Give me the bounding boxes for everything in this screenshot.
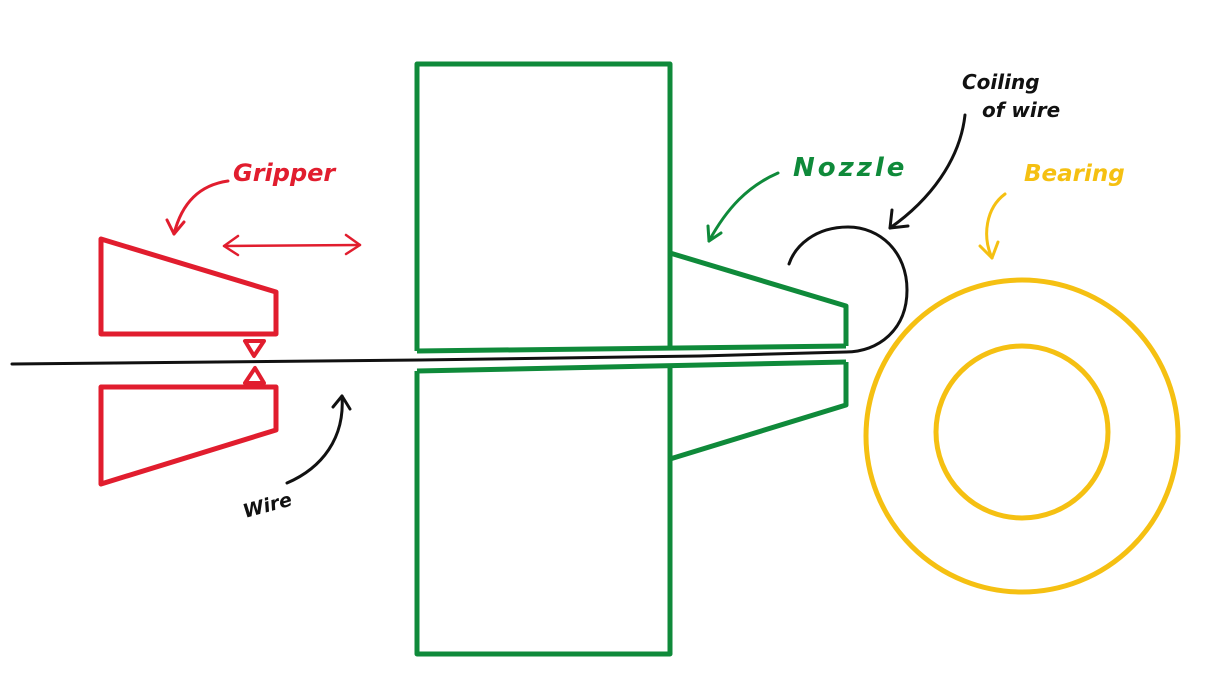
gripper bbox=[98, 236, 279, 487]
gripper-lower-tooth bbox=[243, 366, 266, 385]
nozzle-pointer-arrow-icon bbox=[706, 171, 780, 243]
gripper-motion-arrow-icon bbox=[222, 233, 362, 257]
nozzle-upper-jaw bbox=[669, 250, 849, 346]
central-block-lower bbox=[414, 366, 673, 657]
wire-label: Wire bbox=[241, 489, 295, 523]
gripper-pointer-arrow-icon bbox=[165, 179, 230, 236]
coiling-label-line1: Coiling bbox=[962, 70, 1040, 94]
bearing-outer-ring bbox=[863, 277, 1181, 595]
bearing bbox=[863, 277, 1181, 595]
nozzle-label: Nozzle bbox=[793, 153, 907, 183]
wire-line bbox=[10, 350, 848, 366]
channel-top-line bbox=[416, 343, 847, 354]
central-block-upper bbox=[414, 61, 673, 351]
central-block bbox=[414, 61, 847, 657]
nozzle bbox=[669, 250, 849, 462]
gripper-lower-jaw bbox=[98, 384, 279, 487]
bearing-inner-ring bbox=[933, 343, 1111, 521]
wire-pointer-arrow-icon bbox=[285, 394, 352, 485]
bearing-pointer-arrow-icon bbox=[978, 192, 1007, 260]
nozzle-lower-jaw bbox=[669, 362, 849, 462]
bearing-label: Bearing bbox=[1024, 161, 1125, 187]
wire-coil bbox=[787, 225, 909, 354]
gripper-label: Gripper bbox=[233, 159, 337, 187]
coiling-pointer-arrow-icon bbox=[888, 113, 967, 230]
channel-bottom-line bbox=[416, 359, 847, 374]
gripper-upper-tooth bbox=[243, 339, 266, 358]
coiling-label-line2: of wire bbox=[982, 98, 1060, 122]
gripper-upper-jaw bbox=[98, 236, 279, 337]
